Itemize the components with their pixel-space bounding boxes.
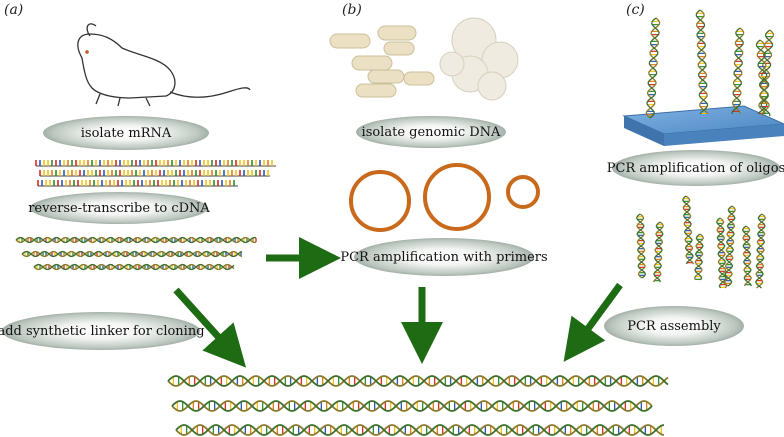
mrna-strands-icon <box>35 160 276 187</box>
assembled-dna-icon <box>167 375 669 436</box>
mouse-icon <box>77 23 251 107</box>
step-pcr-primers: PCR amplification with primers <box>340 238 548 276</box>
cdna-helices-icon <box>15 236 257 271</box>
arrow-c-down <box>563 282 623 362</box>
step-reverse-transcribe: reverse-transcribe to cDNA <box>28 192 210 224</box>
step-pcr-oligos: PCR amplification of oligos <box>607 150 784 186</box>
panel-label-b: (b) <box>342 2 362 18</box>
step-pcr-assembly: PCR assembly <box>604 306 744 346</box>
oligo-helices-icon <box>645 9 775 119</box>
arrow-a-down <box>173 287 247 368</box>
panel-label-a: (a) <box>4 2 24 18</box>
oligo-pool-icon <box>635 195 767 289</box>
arrows <box>173 237 623 368</box>
plasmid-icon <box>349 163 540 232</box>
yeast-cells-icon <box>439 17 519 101</box>
step-isolate-genomic: isolate genomic DNA <box>356 116 506 148</box>
bacteria-icon <box>329 25 435 98</box>
step-add-linker: add synthetic linker for cloning <box>0 312 205 350</box>
panel-label-c: (c) <box>626 2 645 18</box>
step-isolate-mrna: isolate mRNA <box>43 116 209 150</box>
